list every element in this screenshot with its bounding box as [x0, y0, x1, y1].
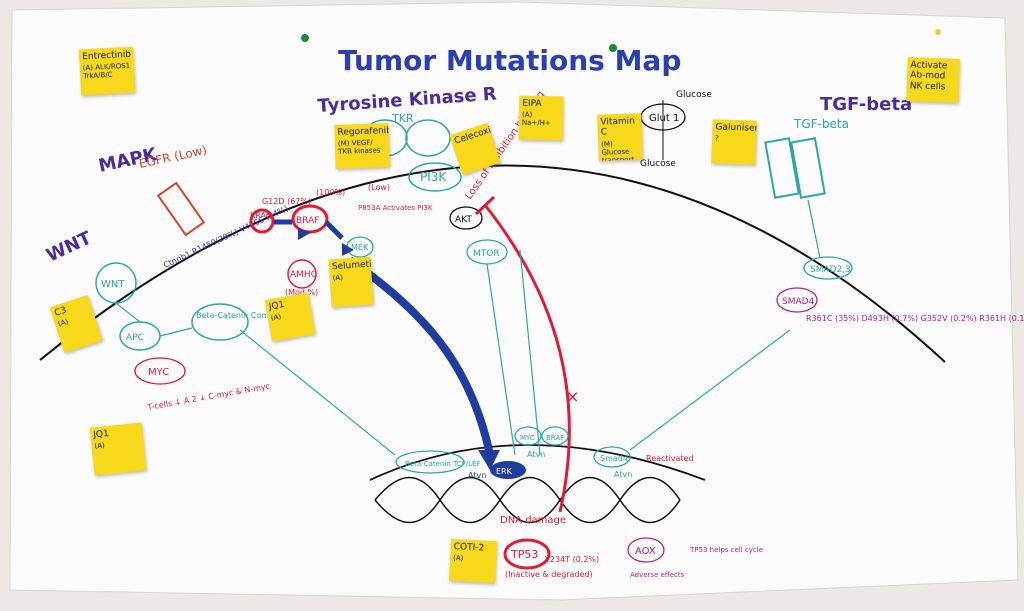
braf-label: BRAF: [296, 216, 319, 226]
braf-mutation: (100%): [316, 188, 345, 197]
tp53-node: [503, 538, 551, 570]
tgf-receptor-left: [764, 137, 800, 199]
myc-label: MYC: [148, 367, 169, 378]
nucleus-smad-label: Smad4: [600, 454, 628, 463]
atvn-label-1: Atvn: [468, 471, 486, 480]
pi3k-pathway-lines: [486, 249, 541, 456]
nucleus-beta-catenin: [395, 450, 465, 474]
glut1-label: Glut 1: [649, 113, 679, 124]
mapk-cascade-arrows: [274, 219, 344, 240]
amhc-label: AMHC: [290, 270, 317, 280]
tp53-state: (Inactive & degraded): [505, 570, 593, 579]
apc-label: APC: [126, 333, 144, 343]
nucleus-braf-label: BRAF: [546, 434, 564, 442]
myc-node: [134, 357, 186, 385]
smad23-label: SMAD2,3: [810, 265, 851, 275]
beta-catenin-complex-node: [191, 303, 249, 341]
aox-label: AOX: [635, 546, 656, 557]
glucose-bottom: Glucose: [640, 159, 676, 169]
kras-label: KRAS: [250, 211, 271, 220]
tgf-receptor-label: TGF-beta: [793, 117, 849, 131]
broken-link-x-icon: ×: [566, 387, 579, 406]
akt-node: [449, 206, 483, 230]
glucose-top: Glucose: [676, 90, 712, 100]
mapk-to-nucleus-arrow: [347, 256, 494, 456]
aox-node: [627, 537, 665, 563]
reactivated-label: Reactivated: [646, 454, 694, 463]
dna-strand-a: [374, 476, 681, 524]
aox-subnote: Adverse effects: [630, 571, 685, 579]
smad4-label: SMAD4: [782, 297, 815, 307]
cell-membrane: [39, 164, 946, 363]
egfr-receptor-icon: [156, 181, 206, 237]
pi3k-label: PI3K: [420, 170, 447, 184]
kras-mutation: G12D (67%): [262, 197, 311, 206]
kras-node: [249, 208, 275, 234]
nucleus-myc-node: [514, 426, 542, 446]
dna-damage-label: DNA damage: [500, 515, 566, 526]
blue-arrowhead-icon: [298, 229, 312, 240]
mtor-label: MTOR: [473, 249, 500, 259]
blue-arrowhead-icon: [342, 243, 354, 256]
atvn-label-2: Atvn: [527, 450, 545, 459]
akt-label: AKT: [455, 215, 472, 225]
page-title: Tumor Mutations Map: [338, 44, 681, 77]
pi3k-mutation: P853A Activates PI3K: [358, 204, 433, 212]
amhc-node: [287, 259, 317, 289]
tp53-mutation: Y234T (0.2%): [544, 555, 599, 564]
nucleus-beta-catenin-label: Beta-Catenin TCF/LEF: [405, 460, 480, 468]
tgf-pathway-lines: [629, 199, 821, 451]
nucleus-braf-node: [541, 426, 569, 446]
blue-arrowhead-icon: [478, 450, 500, 470]
sticky-note-jq1-upper: JQ1(A): [264, 292, 316, 342]
sticky-note-vitamin-c: Vitamin C(M) Glucose transport GAPDH: [597, 113, 643, 161]
nucleus-erk-node: [490, 461, 526, 479]
sticky-note-coti2: COTI-2(A): [448, 538, 498, 584]
dna-strand-b: [374, 476, 681, 524]
tp53-helper-note: TP53 helps cell cycle: [689, 546, 763, 554]
smad4-node: [776, 287, 818, 313]
green-pin-icon: [609, 44, 617, 52]
nucleus-smad-node: [593, 446, 631, 468]
pi3k-node: [408, 162, 462, 192]
nucleus-erk-label: ERK: [496, 467, 513, 476]
tp53-inhibition-line: [483, 204, 571, 513]
smad23-node: [803, 256, 853, 280]
nucleus-myc-label: MYC: [520, 434, 535, 442]
sticky-note-jq1-lower: JQ1(A): [89, 422, 147, 476]
sticky-note-selumetinib: Selumetinib(A): [328, 256, 374, 308]
pathway-tgf-beta: TGF-beta: [820, 94, 912, 115]
paper-sheet: [9, 1, 1019, 601]
low-label: (Low): [368, 183, 390, 192]
tgf-receptor-right: [790, 137, 826, 199]
inhibition-bar-icon: [474, 195, 496, 216]
mek-label: MEK: [351, 243, 369, 252]
wnt-label: WNT: [101, 279, 125, 290]
smad-mutations: R361C (35%) D493H (0.7%) G352V (0.2%) R3…: [806, 314, 1024, 323]
sticky-note-eipa: EIPA(A) Na+/H+: [518, 95, 564, 141]
sticky-note-regorafenib: Regorafenib(M) VEGF/ TKR kinases: [334, 123, 390, 169]
tkr-label: TKR: [391, 112, 414, 125]
sticky-note-galunisertib: Galunisertib?: [711, 119, 757, 165]
wnt-pathway-lines: [115, 302, 396, 456]
green-pin-icon: [301, 34, 309, 42]
atvn-label-3: Atvn: [614, 470, 632, 479]
beta-catenin-complex-label: Beta-Catenin Complex: [196, 311, 286, 320]
tp53-label: TP53: [510, 548, 538, 561]
yellow-pin-icon: [935, 29, 941, 35]
sticky-note-entrectinib: Entrectinib(A) ALK/ROS1 TrkA/B/C: [78, 46, 136, 96]
sticky-note-nk-cells: Activate Ab-mod NK cells: [906, 57, 960, 103]
